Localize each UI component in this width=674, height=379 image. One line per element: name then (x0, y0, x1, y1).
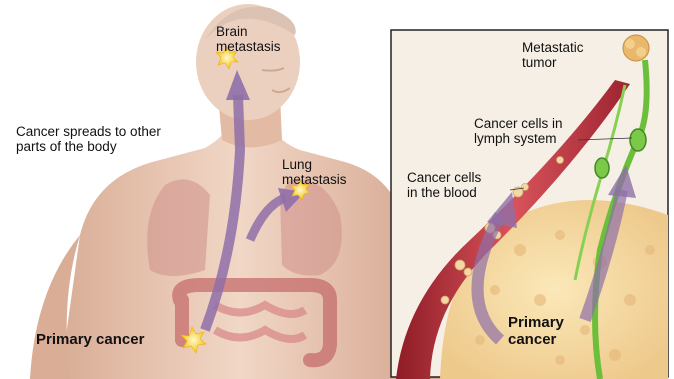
cancer-spreads-label: Cancer spreads to other parts of the bod… (16, 124, 161, 154)
cancer-cells-lymph-label: Cancer cells in lymph system (474, 116, 563, 146)
primary-cancer-left-label: Primary cancer (36, 331, 144, 348)
metastatic-tumor-icon (623, 35, 649, 61)
metastatic-tumor-label: Metastatic tumor (522, 40, 584, 70)
lung-metastasis-label: Lung metastasis (282, 157, 347, 187)
brain-metastasis-label: Brain metastasis (216, 24, 281, 54)
cancer-cells-blood-label: Cancer cells in the blood (407, 170, 481, 200)
primary-cancer-right-label: Primary cancer (508, 314, 564, 348)
